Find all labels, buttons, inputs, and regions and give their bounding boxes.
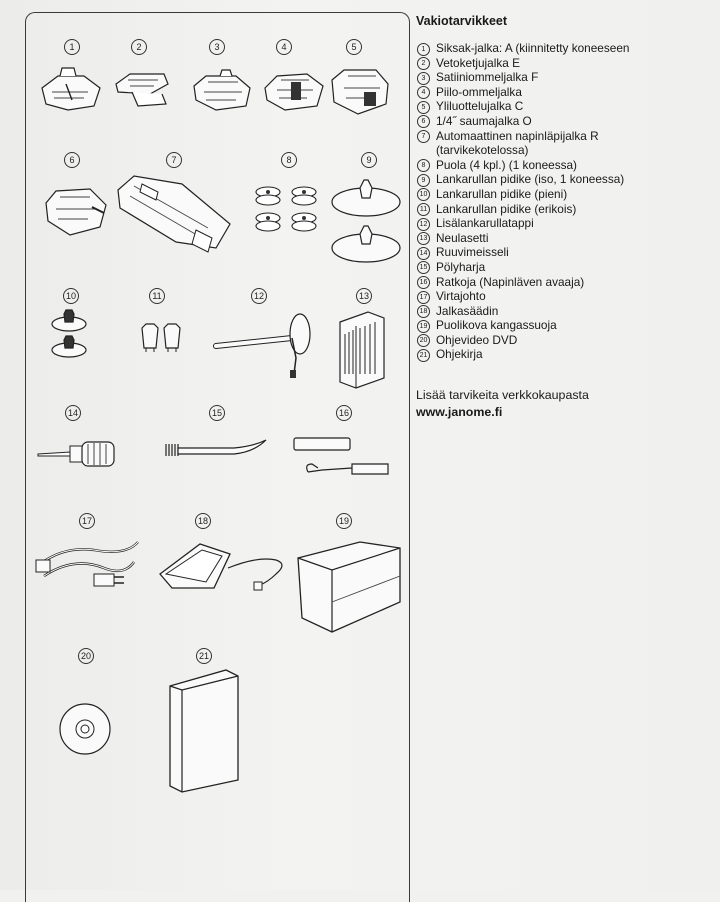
- figure-number-4: 4: [276, 39, 292, 55]
- quarter-inch-foot-icon: [42, 185, 108, 239]
- zigzag-foot-icon: [38, 66, 102, 114]
- figure-number-13: 13: [356, 288, 372, 304]
- section-heading: Vakiotarvikkeet: [416, 14, 508, 28]
- bobbins-icon: [254, 186, 322, 236]
- overedge-foot-icon: [328, 66, 390, 120]
- figure-number-20: 20: [78, 648, 94, 664]
- figure-number-2: 2: [131, 39, 147, 55]
- blind-hem-foot-icon: [263, 70, 325, 114]
- figure-number-18: 18: [195, 513, 211, 529]
- small-spool-holder-icon: [50, 310, 88, 364]
- power-cord-icon: [34, 536, 142, 594]
- semi-hard-cover-icon: [296, 534, 406, 638]
- figure-number-7: 7: [166, 152, 182, 168]
- figure-number-21: 21: [196, 648, 212, 664]
- figure-number-1: 1: [64, 39, 80, 55]
- screwdriver-icon: [36, 440, 118, 468]
- figure-number-12: 12: [251, 288, 267, 304]
- lint-brush-icon: [164, 440, 268, 456]
- figure-number-8: 8: [281, 152, 297, 168]
- figure-number-15: 15: [209, 405, 225, 421]
- shop-text: Lisää tarvikeita verkkokaupasta: [416, 388, 589, 403]
- figure-number-6: 6: [64, 152, 80, 168]
- extra-spool-pin-icon: [214, 308, 320, 378]
- figure-number-3: 3: [209, 39, 225, 55]
- figure-number-5: 5: [346, 39, 362, 55]
- large-spool-holder-icon: [330, 180, 402, 272]
- figure-number-17: 17: [79, 513, 95, 529]
- buttonhole-foot-icon: [112, 172, 234, 256]
- figure-number-14: 14: [65, 405, 81, 421]
- shop-url-link[interactable]: www.janome.fi: [416, 405, 503, 420]
- zipper-foot-icon: [110, 66, 172, 110]
- special-spool-holder-icon: [140, 322, 182, 352]
- satin-stitch-foot-icon: [190, 70, 252, 114]
- accessories-figure-panel: [25, 12, 410, 902]
- figure-number-10: 10: [63, 288, 79, 304]
- dvd-icon: [58, 702, 112, 756]
- figure-number-11: 11: [149, 288, 165, 304]
- seam-ripper-icon: [292, 436, 390, 480]
- figure-number-9: 9: [361, 152, 377, 168]
- online-shop-note: Lisää tarvikeita verkkokaupasta www.jano…: [416, 387, 716, 421]
- figure-number-16: 16: [336, 405, 352, 421]
- needle-set-icon: [338, 308, 386, 390]
- foot-controller-icon: [158, 538, 290, 592]
- figure-number-19: 19: [336, 513, 352, 529]
- manual-book-icon: [166, 668, 242, 794]
